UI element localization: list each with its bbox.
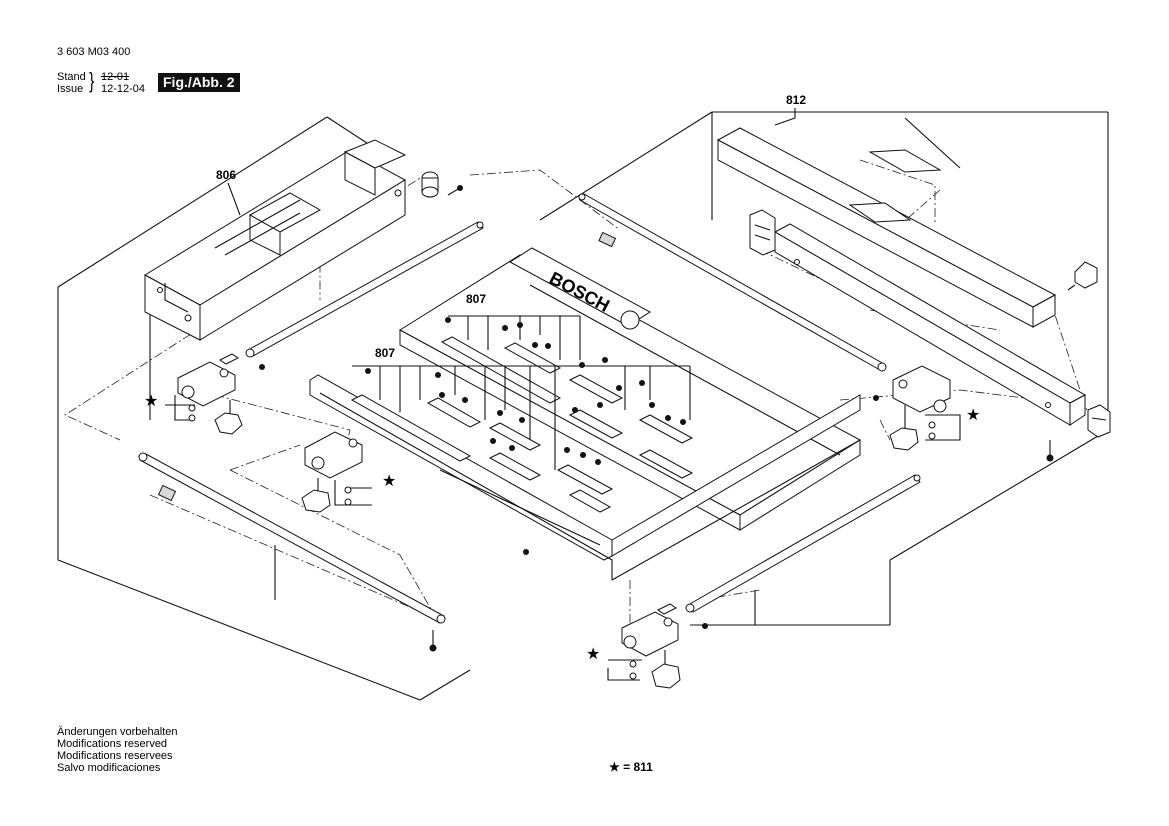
callout-leaders-807: [352, 315, 691, 470]
callout-leader-812: [774, 108, 796, 126]
document-number: 3 603 M03 400: [57, 46, 131, 58]
figure-badge: Fig./Abb. 2: [158, 73, 240, 92]
callout-leader-806: [227, 182, 241, 216]
leg-clamp-lower: [607, 603, 681, 689]
note-french: Modifications reservees: [57, 750, 173, 762]
part-812-extension: [716, 127, 1087, 426]
star-legend-text: = 811: [623, 760, 653, 774]
callout-807-upper: 807: [466, 292, 487, 306]
leg-clamp-mid-left: [301, 431, 372, 513]
screw-icon: [259, 364, 265, 370]
part-806-extension-rail: [144, 139, 407, 341]
sleeve-and-screw: [421, 171, 463, 198]
right-upper-rod: [578, 193, 887, 372]
right-lower-rod: [685, 474, 921, 613]
note-german: Änderungen vorbehalten: [57, 726, 178, 738]
star-marker-icon: ★: [966, 407, 981, 424]
modification-notes: Änderungen vorbehalten Modifications res…: [57, 726, 177, 774]
left-assembly-frame: [57, 116, 471, 701]
left-lower-rod: [138, 452, 446, 624]
star-legend-icon: ★: [609, 760, 620, 774]
star-marker-icon: ★: [382, 473, 397, 490]
end-cap-lower: [1087, 404, 1111, 438]
right-assembly-frame: [539, 111, 1109, 626]
screw-icon: [873, 395, 879, 401]
revision-labels: Stand Issue: [57, 71, 91, 95]
end-cap-upper: [749, 209, 776, 256]
star-marker-icon: ★: [144, 393, 159, 410]
issue-date: 12-12-04: [101, 83, 146, 95]
callout-806: 806: [216, 168, 237, 182]
leg-clamp-right: [889, 365, 961, 451]
plate-screws: [365, 317, 686, 555]
star-legend: ★ = 811: [609, 760, 653, 774]
note-english: Modifications reserved: [57, 738, 168, 750]
issue-label: Issue: [57, 83, 84, 95]
stand-date: 12-01: [101, 71, 130, 83]
note-spanish: Salvo modificaciones: [57, 762, 161, 774]
stand-label: Stand: [57, 71, 86, 83]
leg-clamp-upper-left: [165, 353, 243, 435]
callout-807-lower: 807: [375, 346, 396, 360]
left-upper-rod: [245, 221, 484, 358]
star-marker-icon: ★: [586, 646, 601, 663]
brace-glyph: }: [89, 68, 95, 93]
callout-812: 812: [786, 93, 807, 107]
star-knob-812: [1067, 261, 1098, 291]
screw-icon: [702, 623, 708, 629]
